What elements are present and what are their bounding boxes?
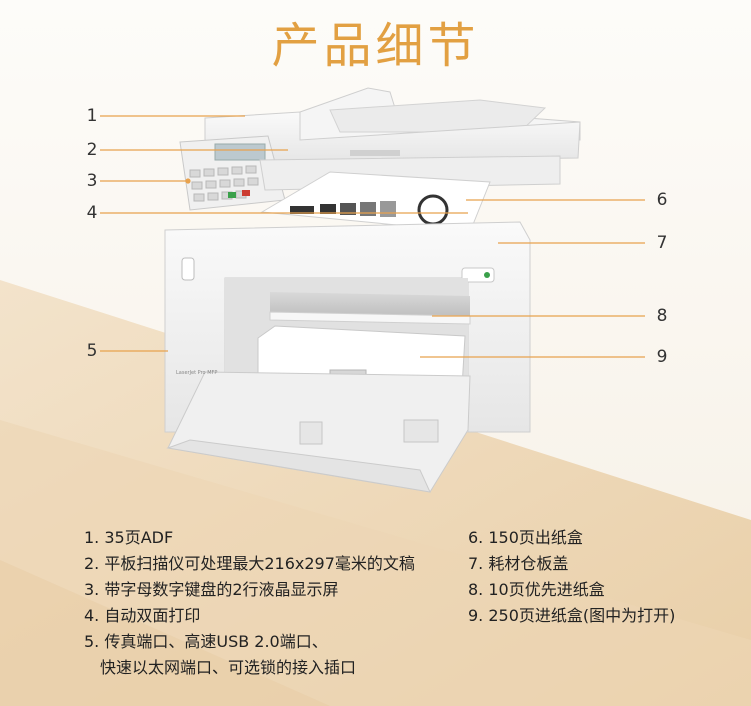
feature-left-4: 4. 自动双面打印	[84, 606, 201, 625]
callout-8: 8	[656, 306, 668, 326]
callout-4: 4	[86, 203, 98, 223]
feature-right-2: 7. 耗材仓板盖	[468, 554, 569, 573]
callout-7: 7	[656, 233, 668, 253]
callout-3: 3	[86, 171, 98, 191]
callout-6: 6	[656, 190, 668, 210]
callout-1: 1	[86, 106, 98, 126]
feature-right-4: 9. 250页进纸盒(图中为打开)	[468, 606, 676, 625]
callout-9: 9	[656, 347, 668, 367]
feature-left-2: 2. 平板扫描仪可处理最大216x297毫米的文稿	[84, 554, 415, 573]
feature-left-5: 5. 传真端口、高速USB 2.0端口、	[84, 632, 328, 651]
callout-5: 5	[86, 341, 98, 361]
feature-right-1: 6. 150页出纸盒	[468, 528, 583, 547]
feature-left-1: 1. 35页ADF	[84, 528, 174, 547]
feature-left-3: 3. 带字母数字键盘的2行液晶显示屏	[84, 580, 339, 599]
feature-left-6: 快速以太网端口、可选锁的接入插口	[100, 658, 357, 677]
svg-text:LaserJet Pro MFP: LaserJet Pro MFP	[176, 370, 217, 376]
page-title: 产品细节	[271, 18, 480, 74]
feature-right-3: 8. 10页优先进纸盒	[468, 580, 605, 599]
callout-2: 2	[86, 140, 98, 160]
